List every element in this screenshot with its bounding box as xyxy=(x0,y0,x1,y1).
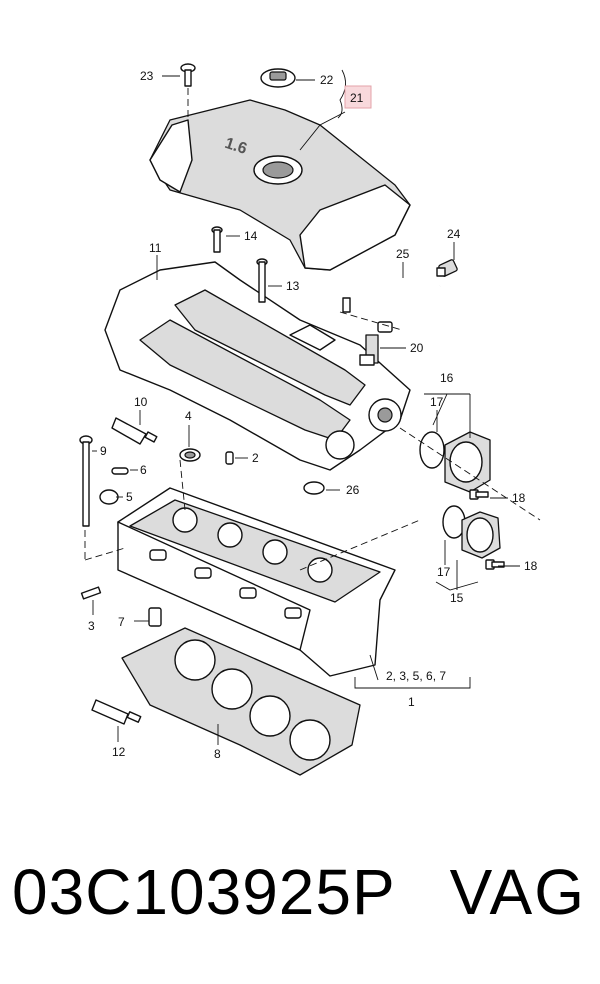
cover-16 xyxy=(444,431,491,493)
engine-cover: 1.6 xyxy=(149,99,411,271)
callout-17-lower: 17 xyxy=(437,565,451,579)
callout-25: 25 xyxy=(396,247,410,261)
callout-23: 23 xyxy=(140,69,154,83)
cover-bolt xyxy=(180,63,196,120)
brand-name: VAG xyxy=(449,856,586,928)
engine-cover-badge: 1.6 xyxy=(223,135,250,158)
long-bolt-9 xyxy=(79,435,93,527)
bolt-13 xyxy=(256,258,268,303)
sealant-tube-12 xyxy=(91,699,142,725)
callout-9: 9 xyxy=(100,444,107,458)
callout-15: 15 xyxy=(450,591,464,605)
sealant-tube-10 xyxy=(111,417,158,445)
callout-20: 20 xyxy=(410,341,424,355)
callout-13: 13 xyxy=(286,279,300,293)
head-gasket xyxy=(121,627,361,776)
callout-17-upper: 17 xyxy=(430,395,444,409)
breather-pipe xyxy=(342,280,441,313)
pin-2 xyxy=(225,451,234,465)
bolt-14 xyxy=(211,226,223,253)
callout-22: 22 xyxy=(320,73,334,87)
callout-18-upper: 18 xyxy=(512,491,526,505)
cylinder-head xyxy=(117,487,396,677)
callout-11: 11 xyxy=(149,241,162,255)
callout-21-highlight xyxy=(344,85,372,109)
callout-26: 26 xyxy=(346,483,360,497)
camshaft-sensor xyxy=(359,321,393,366)
dowel-6 xyxy=(111,467,129,475)
callout-4: 4 xyxy=(185,409,192,423)
callout-14: 14 xyxy=(244,229,258,243)
cover-15 xyxy=(461,511,501,559)
gasket-17-upper xyxy=(419,431,445,469)
callout-group-2-3-5-6-7: 2, 3, 5, 6, 7 xyxy=(386,669,446,683)
callout-21[interactable]: 21 xyxy=(350,91,364,105)
callout-18-lower: 18 xyxy=(524,559,538,573)
oil-filler-cap xyxy=(260,68,296,88)
temperature-sensor xyxy=(436,259,458,277)
part-number: 03C103925P xyxy=(12,856,396,928)
bushing-7 xyxy=(148,607,162,627)
callout-1: 1 xyxy=(408,695,415,709)
seal-26 xyxy=(303,481,325,495)
camshaft-housing xyxy=(104,261,411,471)
callout-2: 2 xyxy=(252,451,259,465)
bolt-18-upper xyxy=(469,489,489,500)
stud-3 xyxy=(80,586,102,600)
callout-24: 24 xyxy=(447,227,461,241)
exploded-parts-diagram: 1.6 xyxy=(79,63,541,776)
callout-10: 10 xyxy=(134,395,148,409)
callout-5: 5 xyxy=(126,490,133,504)
callout-3: 3 xyxy=(88,619,95,633)
callout-8: 8 xyxy=(214,747,221,761)
callout-7: 7 xyxy=(118,615,125,629)
callout-16: 16 xyxy=(440,371,454,385)
bolt-18-lower xyxy=(485,559,505,570)
callout-6: 6 xyxy=(140,463,147,477)
plug-5 xyxy=(99,489,119,505)
callout-12: 12 xyxy=(112,745,126,759)
footer: 03C103925P VAG xyxy=(0,860,600,970)
seal-4 xyxy=(179,448,201,462)
